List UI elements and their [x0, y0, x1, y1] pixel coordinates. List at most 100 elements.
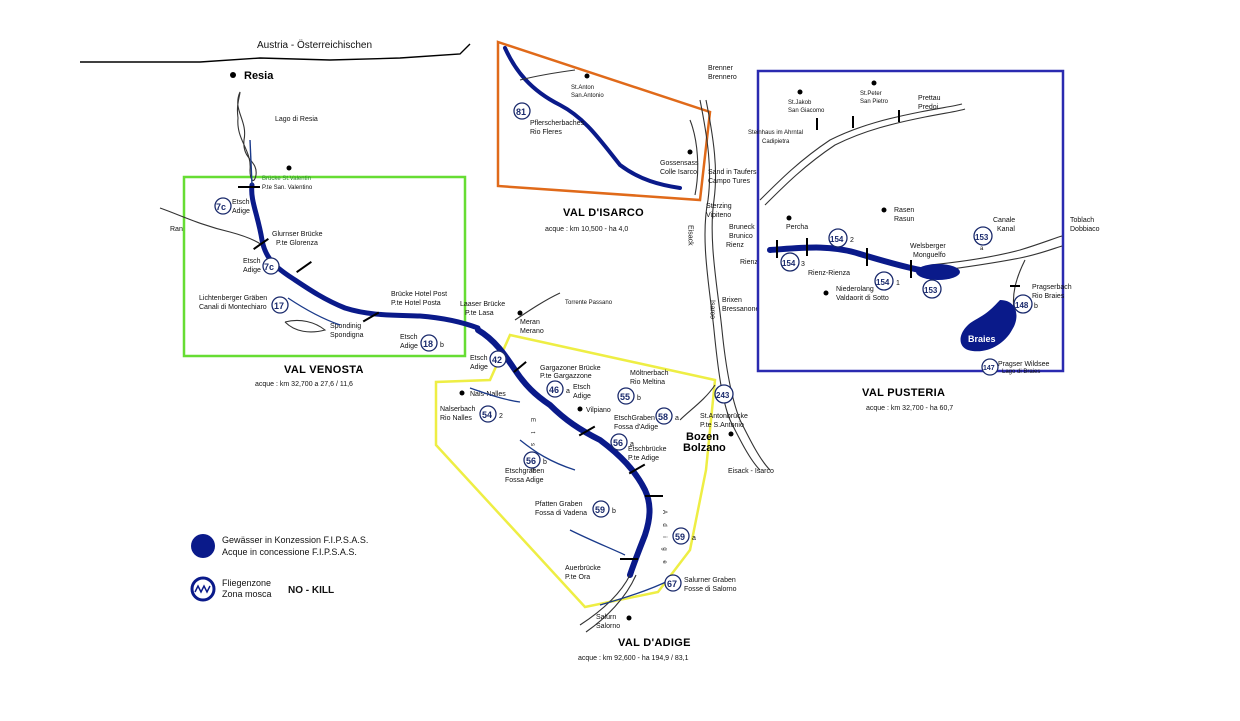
label-isarco-vertical: Isarco: [709, 300, 716, 319]
stream-venosta-3: [284, 319, 327, 333]
label-sand-taufers: Sand in Taufers: [708, 169, 757, 176]
label-merano: Merano: [520, 328, 544, 335]
label-st-anton-bz: St.Antonbrücke: [700, 413, 748, 420]
label-adige-vertical: A d i g e: [661, 510, 667, 568]
austria-border-line: [80, 43, 471, 63]
label-sangiacomo: San Giacomo: [788, 108, 825, 114]
stream-adige-west-2: [519, 439, 576, 471]
label-pflersch-2: Rio Fleres: [530, 129, 562, 136]
zone-marker[interactable]: 147: [981, 358, 999, 376]
label-lago-braies: Lago di Braies: [1002, 369, 1040, 375]
label-rienz-2: Rienz: [740, 259, 758, 266]
label-moeltnerbach: Möltnerbach: [630, 370, 669, 377]
zone-marker-label: 17: [274, 301, 284, 311]
stream-isarco-1: [519, 69, 576, 81]
isarco-right-stream: [689, 119, 699, 196]
label-rio-nalles: Rio Nalles: [440, 415, 472, 422]
region-stats-val-dadige: acque : km 92,600 - ha 194,9 / 83,1: [578, 655, 689, 662]
label-fossa-vadena: Fossa di Vadena: [535, 510, 587, 517]
zone-marker[interactable]: 153: [922, 279, 942, 299]
region-box-val-disarco[interactable]: [496, 40, 712, 202]
zone-marker[interactable]: 42: [489, 350, 507, 368]
region-box-val-pusteria[interactable]: [756, 69, 1065, 373]
zone-marker-label: 55: [620, 392, 630, 402]
stream-bozen-talfer: [679, 384, 716, 421]
region-title-val-venosta: VAL VENOSTA: [284, 364, 364, 376]
zone-marker-suffix: 1: [896, 280, 900, 287]
dot-niederolang: [823, 290, 829, 296]
zone-marker[interactable]: 243: [714, 384, 734, 404]
label-canali-montechiaro: Canali di Montechiaro: [199, 304, 267, 311]
label-steinhaus: Steinhaus im Ahrntal: [748, 130, 803, 136]
label-pte-lasa: P.te Lasa: [465, 310, 494, 317]
town-resia: Resia: [244, 70, 274, 82]
zone-marker-label: 147: [983, 365, 995, 372]
legend-concession-de: Gewässer in Konzession F.I.P.S.A.S.: [222, 535, 368, 545]
zone-marker[interactable]: 7c: [214, 197, 232, 215]
river-rienz-upper: [929, 235, 1063, 266]
label-etschgraben-fossa: EtschGraben: [614, 415, 655, 422]
bridge-pusteria-2: [852, 116, 854, 128]
river-venosta: [249, 182, 481, 331]
stream-venosta-1: [159, 207, 263, 246]
bridge-pusteria-3: [898, 110, 900, 122]
label-ran: Ran: [170, 226, 183, 233]
label-percha: Percha: [786, 224, 808, 231]
stream-venosta-2: [287, 297, 341, 326]
label-etsch-vertical: E t s c h: [529, 418, 535, 476]
label-dobbiaco: Dobbiaco: [1070, 226, 1100, 233]
label-rienz-rienza: Rienz-Rienza: [808, 270, 850, 277]
zone-marker[interactable]: 55 b: [617, 387, 641, 405]
legend: Gewässer in Konzession F.I.P.S.A.S. Acqu…: [190, 534, 368, 602]
dot-percha: [786, 215, 792, 221]
label-prettau: Prettau: [918, 95, 941, 102]
label-bruneck: Bruneck: [729, 224, 755, 231]
label-adige1: Adige: [232, 208, 250, 215]
bridge-venosta-2: [296, 261, 312, 273]
zone-marker-label: 153: [924, 286, 938, 295]
river-adige-lower-2: [585, 574, 637, 633]
label-gargazoner: Gargazoner Brücke: [540, 365, 601, 372]
bridge-pusteria-1: [816, 118, 818, 130]
label-gossensass: Gossensass: [660, 160, 699, 167]
region-box-val-venosta[interactable]: [182, 175, 467, 358]
zone-marker[interactable]: 7c: [262, 257, 280, 275]
zone-marker-label: 58: [658, 412, 668, 422]
zone-marker-label: 154: [830, 235, 844, 244]
zone-marker-label: 81: [516, 107, 526, 117]
zone-marker[interactable]: 17: [271, 296, 289, 314]
label-welsberger: Welsberger: [910, 243, 946, 250]
label-kanal: Kanal: [997, 226, 1015, 233]
label-rio-meltina: Rio Meltina: [630, 379, 665, 386]
zone-marker-suffix: b: [637, 395, 641, 402]
zone-marker[interactable]: 81: [513, 102, 531, 120]
label-pte-glorenza: P.te Glorenza: [276, 240, 318, 247]
label-salurner: Salurner Graben: [684, 577, 736, 584]
label-vilpiano: Vilpiano: [586, 407, 611, 414]
dot-st-peter: [871, 80, 877, 86]
river-ahrn: [759, 103, 963, 201]
region-stats-val-disarco: acque : km 10,500 - ha 4,0: [545, 226, 628, 233]
stream-adige-west-3: [569, 529, 626, 556]
zone-marker[interactable]: 67: [664, 574, 682, 592]
label-pfatten: Pfatten Graben: [535, 501, 583, 508]
label-etsch1: Etsch: [232, 199, 250, 206]
region-title-val-pusteria: VAL PUSTERIA: [862, 387, 945, 399]
label-bozen: Bozen: [686, 431, 719, 443]
bridge-adige-2: [578, 425, 596, 437]
zone-marker-label: 59: [595, 505, 605, 515]
label-pragserbach: Pragserbach: [1032, 284, 1072, 291]
